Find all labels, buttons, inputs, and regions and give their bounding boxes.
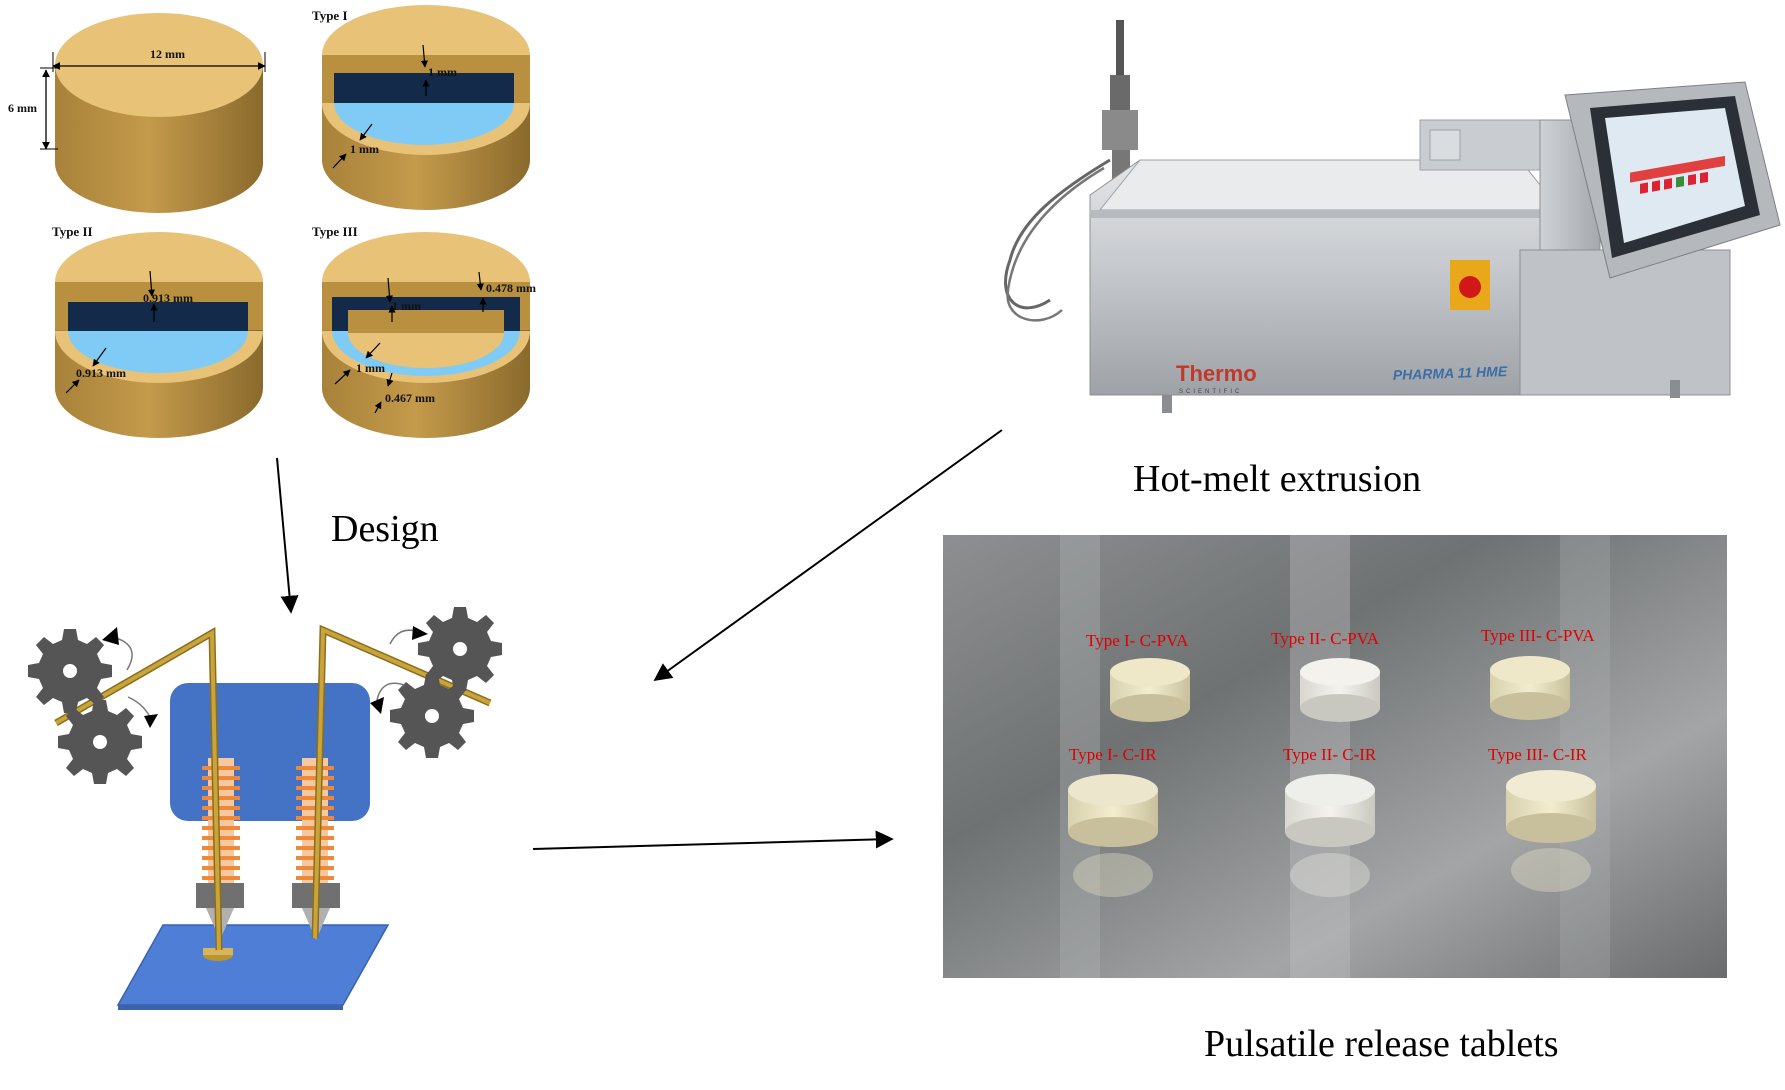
dim-height: 6 mm	[8, 101, 37, 115]
tablet-label: Type I- C-IR	[1069, 745, 1157, 764]
type-2-label: Type II	[52, 224, 93, 239]
arrow-design-to-printer	[276, 457, 299, 614]
design-panel: 12 mm 6 mm Type I 1 mm 1 mm Type II	[8, 5, 536, 438]
caption-design: Design	[331, 508, 439, 550]
print-head-block	[170, 683, 370, 821]
caption-hot-melt-extrusion: Hot-melt extrusion	[1133, 458, 1421, 500]
emergency-stop-button	[1459, 276, 1481, 298]
cylinder-solid: 12 mm 6 mm	[8, 13, 266, 213]
rotation-arrowhead-icon	[370, 697, 384, 714]
arrow-extruder-to-printer	[653, 429, 1003, 682]
tablets-photo: Type I- C-PVA Type II- C-PVA Type III- C…	[943, 535, 1727, 978]
printer-schematic	[28, 607, 502, 1010]
t1-dim-side: 1 mm	[350, 142, 379, 156]
photo-background	[943, 535, 1727, 978]
gear-icon	[390, 674, 474, 758]
rotation-arrowhead-icon	[144, 714, 158, 728]
t2-dim-side: 0.913 mm	[76, 366, 126, 380]
sensor-probe	[1116, 20, 1124, 75]
tablet-type2-cir	[1285, 774, 1375, 847]
type-1-label: Type I	[312, 8, 348, 23]
caption-pulsatile-release-tablets: Pulsatile release tablets	[1204, 1023, 1559, 1065]
t2-dim-top: 0.913 mm	[143, 291, 193, 305]
rotation-arrowhead-icon	[102, 627, 119, 645]
cylinder-type-1: Type I 1 mm 1 mm	[312, 5, 530, 210]
gear-icon	[58, 700, 142, 784]
tablet-label: Type III- C-IR	[1488, 745, 1588, 764]
tablet-type1-cir	[1068, 774, 1158, 847]
type-3-label: Type III	[312, 224, 358, 239]
rotation-arrowhead-icon	[412, 626, 428, 640]
cylinder-type-3: Type III 1 mm 0.478 mm 1 mm 0.467 mm	[312, 224, 536, 438]
build-plate	[116, 924, 390, 1006]
tablet-type3-cir	[1506, 770, 1596, 843]
tablet-label: Type II- C-PVA	[1271, 629, 1380, 648]
tablet-label: Type II- C-IR	[1283, 745, 1377, 764]
cylinder-type-2: Type II 0.913 mm 0.913 mm	[52, 224, 263, 438]
tablet-label: Type III- C-PVA	[1481, 626, 1595, 645]
t3-dim-side-inner: 1 mm	[356, 361, 385, 375]
tablet-type2-cpva	[1300, 658, 1380, 722]
dim-diameter: 12 mm	[150, 47, 185, 61]
extruder-brand: Thermo	[1176, 361, 1257, 386]
t1-dim-top: 1 mm	[428, 65, 457, 79]
t3-dim-top-inner: 1 mm	[392, 299, 421, 313]
t3-dim-top-outer: 0.478 mm	[486, 281, 536, 295]
extruder-model: PHARMA 11 HME	[1393, 363, 1508, 383]
tablet-label: Type I- C-PVA	[1086, 631, 1189, 650]
extruder-brand-sub: SCIENTIFIC	[1179, 389, 1242, 395]
t3-dim-side-outer: 0.467 mm	[385, 391, 435, 405]
tablet-type1-cpva	[1110, 658, 1190, 722]
arrow-printer-to-tablets	[532, 830, 894, 850]
hot-melt-extruder: Thermo SCIENTIFIC PHARMA 11 HME	[1004, 20, 1781, 413]
tablet-type3-cpva	[1490, 656, 1570, 720]
control-monitor	[1564, 81, 1781, 279]
